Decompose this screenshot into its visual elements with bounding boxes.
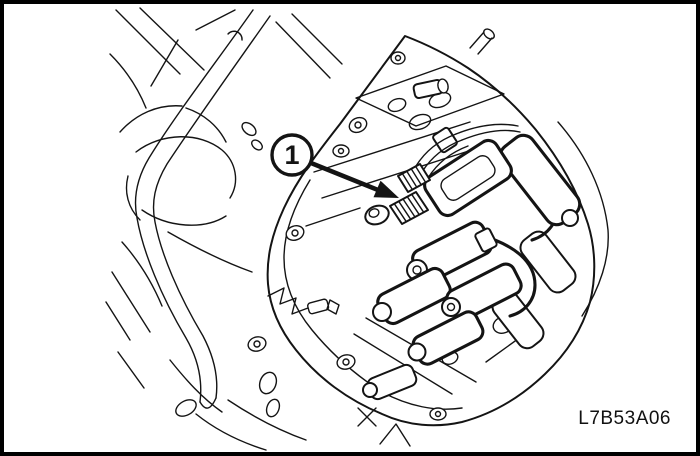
case-bolt-holes [247, 51, 459, 421]
callout-arrow [308, 160, 399, 198]
engine-block-lines [105, 7, 343, 451]
solenoid-wiring-connector [364, 123, 521, 226]
callout-1: 1 [270, 133, 314, 177]
mount-bracket-band [134, 9, 271, 409]
callout-circle [270, 133, 314, 177]
engine-solenoid-illustration: 1 [105, 7, 609, 451]
solenoid-cluster [362, 78, 582, 401]
figure-code-label: L7B53A06 [578, 408, 671, 429]
callout-number: 1 [284, 140, 299, 170]
